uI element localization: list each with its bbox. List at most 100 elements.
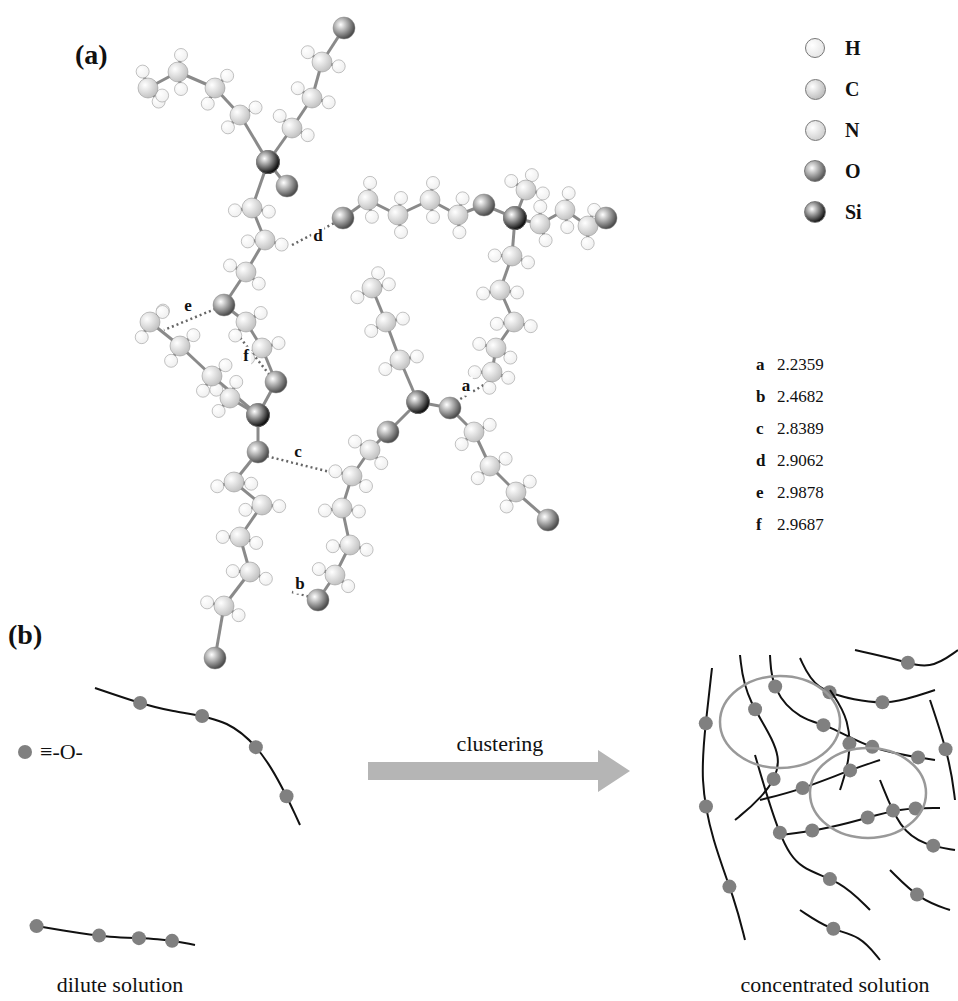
distance-key: f <box>756 516 762 535</box>
atom <box>301 129 314 142</box>
atom <box>201 97 214 110</box>
atom <box>332 207 354 229</box>
atom <box>360 440 380 460</box>
atom <box>301 46 314 59</box>
atom <box>221 69 234 82</box>
bond-letter: f <box>241 347 251 366</box>
atom <box>230 527 250 547</box>
polymer-chain <box>890 870 950 910</box>
atom <box>504 312 524 332</box>
atom <box>255 230 275 250</box>
oxygen-dot <box>911 750 925 764</box>
atom <box>362 278 382 298</box>
atom <box>325 565 345 585</box>
atom <box>372 267 385 280</box>
atom <box>241 235 254 248</box>
atom <box>506 482 526 502</box>
atom <box>504 207 527 230</box>
atom <box>239 503 252 516</box>
oxygen-dot <box>249 740 263 754</box>
atom <box>420 190 440 210</box>
oxygen-dot <box>926 839 940 853</box>
legend-text: ≡-O- <box>40 740 83 764</box>
atom <box>365 210 378 223</box>
atom <box>175 83 188 96</box>
distance-key: b <box>756 388 765 407</box>
atom <box>202 366 222 386</box>
atom <box>201 596 214 609</box>
atom <box>342 580 355 593</box>
oxygen-dot <box>805 824 819 838</box>
atom <box>561 221 574 234</box>
oxygen-dot <box>796 781 810 795</box>
polymer-chain <box>770 655 935 760</box>
atom <box>216 530 229 543</box>
atom <box>252 338 272 358</box>
process-arrow <box>368 750 630 792</box>
atom <box>448 205 468 225</box>
distance-value: 2.9878 <box>777 484 824 503</box>
atom <box>259 572 272 585</box>
atom <box>522 256 535 269</box>
atom <box>247 441 269 463</box>
legend-text: N <box>845 119 859 141</box>
polymer-chain <box>800 910 880 960</box>
atom <box>502 371 515 384</box>
atom <box>282 118 302 138</box>
legend-swatch <box>804 201 826 223</box>
legend-swatch <box>805 120 826 141</box>
bond-letter: c <box>292 443 304 462</box>
atom <box>340 535 360 555</box>
atom <box>595 207 617 229</box>
oxygen-dot <box>722 880 736 894</box>
atom <box>332 498 352 518</box>
bond-letter: a <box>460 377 473 396</box>
legend-swatch <box>804 160 826 182</box>
atom <box>211 480 224 493</box>
atom <box>175 49 188 62</box>
oxygen-dot <box>30 919 44 933</box>
atom <box>205 78 225 98</box>
cluster-ring <box>720 676 840 768</box>
atom <box>230 375 243 388</box>
atom <box>537 509 559 531</box>
atom <box>307 589 329 611</box>
caption-text: concentrated solution <box>741 973 930 997</box>
atom <box>499 452 512 465</box>
oxygen-dot <box>132 931 146 945</box>
oxygen-dot <box>699 800 713 814</box>
legend-swatch <box>805 79 826 100</box>
atom <box>273 500 286 513</box>
distance-value: 2.9687 <box>777 516 824 535</box>
atom <box>187 329 200 342</box>
legend-text: H <box>845 37 861 59</box>
bond-letter: b <box>293 575 306 594</box>
molecule <box>135 17 617 669</box>
atom <box>342 466 362 486</box>
distance-key: c <box>756 420 764 439</box>
oxygen-dot <box>823 872 837 886</box>
atom <box>230 105 250 125</box>
atom <box>219 359 232 372</box>
atom <box>249 101 262 114</box>
atom <box>382 278 395 291</box>
atom <box>322 96 335 109</box>
atom <box>312 563 325 576</box>
oxygen-dot <box>92 929 106 943</box>
atom <box>252 277 265 290</box>
atom <box>257 151 280 174</box>
distance-value: 2.2359 <box>777 356 824 375</box>
oxygen-dot <box>165 934 179 948</box>
atom <box>395 226 408 239</box>
atom <box>483 418 496 431</box>
atom <box>488 249 501 262</box>
atom <box>490 280 510 300</box>
oxygen-dot <box>826 922 840 936</box>
atom <box>410 350 423 363</box>
atom <box>376 312 396 332</box>
atom <box>138 78 158 98</box>
oxygen-dot <box>901 656 915 670</box>
atom <box>360 543 373 556</box>
atom <box>524 320 537 333</box>
oxygen-dot <box>843 763 857 777</box>
